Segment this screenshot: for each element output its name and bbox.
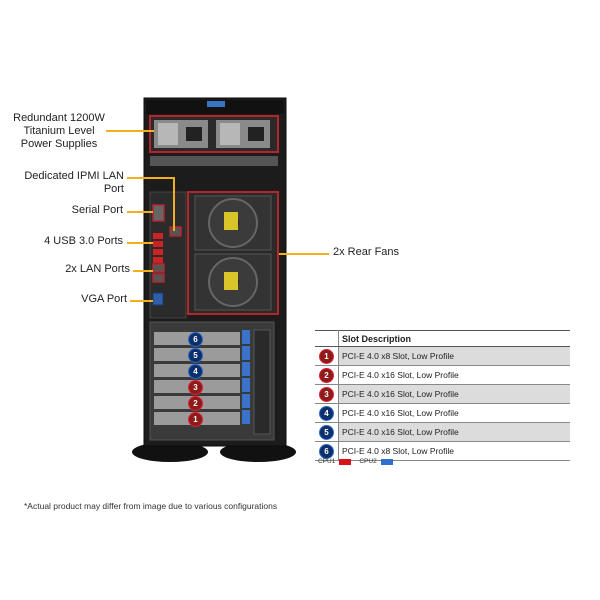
table-row: 5 PCI-E 4.0 x16 Slot, Low Profile: [315, 422, 570, 442]
slot-badge-3: 3: [319, 386, 334, 402]
legend-cpu2-swatch: [380, 458, 393, 465]
slot-description-table: Slot Description 1 PCI-E 4.0 x8 Slot, Lo…: [315, 330, 570, 461]
lan-callout: 2x LAN Ports: [65, 263, 130, 275]
slot-num-cell: 2: [315, 365, 339, 385]
serial-leader: [127, 211, 153, 213]
fans-leader: [279, 253, 329, 255]
vga-callout: VGA Port: [81, 293, 127, 305]
power-callout-line-1: Redundant 1200W: [13, 112, 105, 124]
power-callout-line-3: Power Supplies: [20, 138, 98, 150]
lan-ports: [152, 263, 165, 283]
slot-desc-cell: PCI-E 4.0 x16 Slot, Low Profile: [338, 422, 570, 442]
power-supplies-callout: Redundant 1200W Titanium Level Power Sup…: [10, 112, 108, 151]
slot-num-cell: 4: [315, 403, 339, 423]
slot-badge-4: 4: [319, 405, 334, 421]
chassis-foot-right: [220, 442, 296, 462]
chassis-slot-badge: 5: [188, 348, 203, 363]
rear-fan-2: [194, 253, 272, 311]
legend-cpu1-swatch: [339, 458, 352, 465]
table-header-slot-description: Slot Description: [338, 330, 570, 347]
table-row: 6 PCI-E 4.0 x8 Slot, Low Profile: [315, 441, 570, 461]
slot-badge-5: 5: [319, 424, 334, 440]
slot-badge-2: 2: [319, 367, 334, 383]
usb-leader: [127, 242, 153, 244]
table-header-row: Slot Description: [315, 330, 570, 347]
slot-badge-1: 1: [319, 348, 334, 364]
slot-desc-cell: PCI-E 4.0 x8 Slot, Low Profile: [338, 441, 570, 461]
slot-desc-cell: PCI-E 4.0 x16 Slot, Low Profile: [338, 365, 570, 385]
ipmi-lan-port: [169, 226, 182, 237]
ipmi-leader-h: [127, 177, 175, 179]
table-row: 1 PCI-E 4.0 x8 Slot, Low Profile: [315, 346, 570, 366]
vga-leader: [130, 300, 153, 302]
serial-callout: Serial Port: [71, 204, 123, 216]
fans-callout: 2x Rear Fans: [333, 246, 400, 258]
chassis-slot-badge: 2: [188, 396, 203, 411]
cpu-legend: CPU1 CPU2: [318, 458, 393, 465]
power-leader: [106, 130, 154, 132]
usb-ports: [153, 233, 163, 263]
vga-port: [152, 292, 164, 306]
table-row: 3 PCI-E 4.0 x16 Slot, Low Profile: [315, 384, 570, 404]
legend-cpu1-label: CPU1: [318, 458, 336, 465]
chassis-foot-left: [132, 442, 208, 462]
slot-num-cell: 1: [315, 346, 339, 366]
slot-desc-cell: PCI-E 4.0 x16 Slot, Low Profile: [338, 384, 570, 404]
table-row: 4 PCI-E 4.0 x16 Slot, Low Profile: [315, 403, 570, 423]
serial-port: [152, 204, 165, 222]
slot-num-cell: 3: [315, 384, 339, 404]
slot-badge-6: 6: [319, 443, 334, 459]
chassis-slot-badge: 3: [188, 380, 203, 395]
rear-fan-1: [194, 195, 272, 251]
psu-2: [216, 120, 270, 148]
usb-callout: 4 USB 3.0 Ports: [44, 235, 123, 247]
psu-1: [154, 120, 208, 148]
slot-num-cell: 5: [315, 422, 339, 442]
slot-num-cell: 6: [315, 441, 339, 461]
disclaimer-footnote: *Actual product may differ from image du…: [24, 501, 278, 511]
pcie-slot-latches: [242, 330, 250, 424]
slot-desc-cell: PCI-E 4.0 x16 Slot, Low Profile: [338, 403, 570, 423]
legend-cpu2-label: CPU2: [359, 458, 377, 465]
table-row: 2 PCI-E 4.0 x16 Slot, Low Profile: [315, 365, 570, 385]
slot-desc-cell: PCI-E 4.0 x8 Slot, Low Profile: [338, 346, 570, 366]
chassis-slot-badge: 6: [188, 332, 203, 347]
lan-leader: [133, 270, 153, 272]
ipmi-callout: Dedicated IPMI LAN Port: [24, 170, 124, 195]
chassis-slot-badge: 4: [188, 364, 203, 379]
chassis-slot-badge: 1: [188, 412, 203, 427]
table-header-blank: [315, 330, 339, 347]
ipmi-leader-v: [173, 177, 175, 231]
top-release-tab: [207, 101, 225, 107]
power-callout-line-2: Titanium Level: [23, 125, 95, 137]
